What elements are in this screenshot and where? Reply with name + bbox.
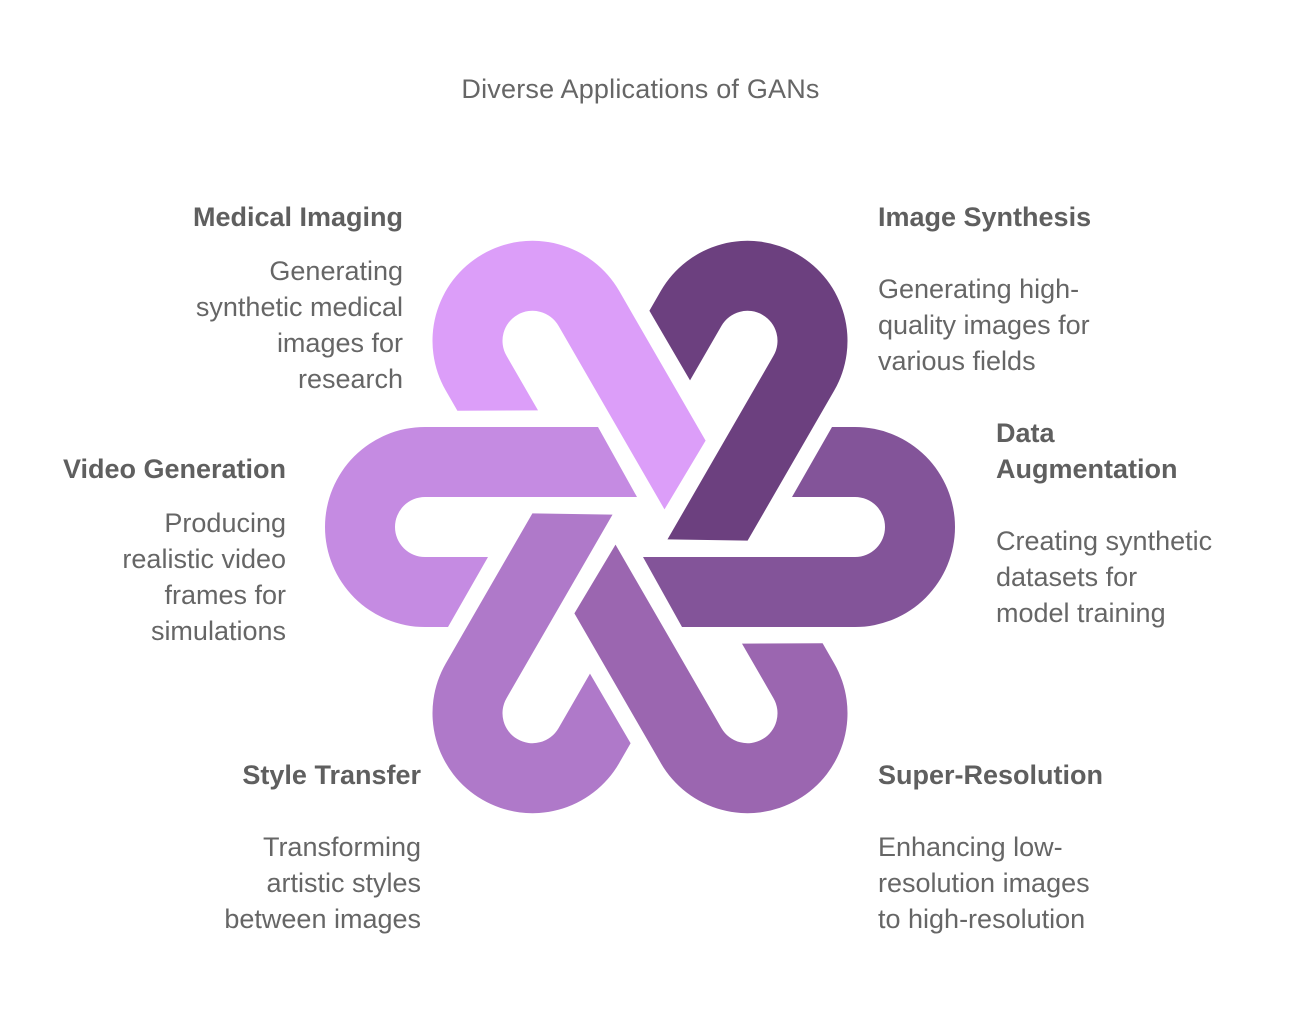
desc-line: Generating high-: [878, 274, 1080, 304]
desc-line: artistic styles: [266, 868, 421, 898]
heading-line: Augmentation: [996, 454, 1178, 484]
desc-line: resolution images: [878, 868, 1090, 898]
item-description: Enhancing low- resolution images to high…: [878, 829, 1178, 937]
desc-line: between images: [224, 904, 421, 934]
desc-line: model training: [996, 598, 1166, 628]
item-heading: Image Synthesis: [878, 202, 1092, 232]
item-heading: Style Transfer: [242, 760, 421, 790]
heading-line: Data: [996, 418, 1055, 448]
item-medical-imaging: Medical Imaging Generating synthetic med…: [103, 199, 403, 397]
desc-line: Transforming: [262, 832, 421, 862]
item-data-augmentation: Data Augmentation Creating synthetic dat…: [996, 415, 1296, 631]
item-description: Generating synthetic medical images for …: [103, 253, 403, 397]
item-heading: Medical Imaging: [192, 202, 403, 232]
item-description: Creating synthetic datasets for model tr…: [996, 523, 1296, 631]
item-description: Generating high- quality images for vari…: [878, 271, 1178, 379]
desc-line: simulations: [150, 616, 286, 646]
desc-line: realistic video: [122, 544, 286, 574]
desc-line: frames for: [164, 580, 286, 610]
desc-line: Creating synthetic: [996, 526, 1213, 556]
item-description: Producing realistic video frames for sim…: [0, 505, 286, 649]
desc-line: Enhancing low-: [878, 832, 1063, 862]
desc-line: synthetic medical: [195, 292, 403, 322]
item-heading: Data Augmentation: [996, 415, 1296, 487]
item-heading: Video Generation: [62, 454, 286, 484]
desc-line: quality images for: [878, 310, 1090, 340]
item-description: Transforming artistic styles between ima…: [121, 829, 421, 937]
item-style-transfer: Style Transfer Transforming artistic sty…: [121, 757, 421, 937]
desc-line: research: [297, 364, 403, 394]
diagram-title: Diverse Applications of GANs: [461, 74, 820, 104]
item-heading: Super-Resolution: [878, 760, 1104, 790]
desc-line: datasets for: [996, 562, 1138, 592]
desc-line: various fields: [878, 346, 1036, 376]
desc-line: Generating: [269, 256, 403, 286]
desc-line: to high-resolution: [878, 904, 1086, 934]
item-image-synthesis: Image Synthesis Generating high- quality…: [878, 199, 1178, 379]
desc-line: images for: [276, 328, 403, 358]
item-video-generation: Video Generation Producing realistic vid…: [0, 451, 286, 649]
item-super-resolution: Super-Resolution Enhancing low- resoluti…: [878, 757, 1178, 937]
desc-line: Producing: [164, 508, 286, 538]
